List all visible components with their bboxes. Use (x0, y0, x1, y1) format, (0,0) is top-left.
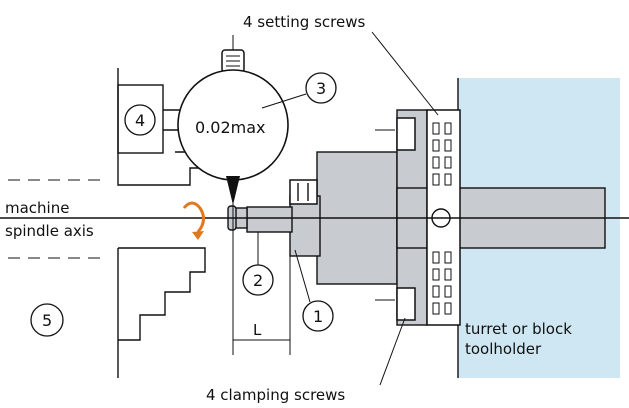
spindle-axis-label: spindle axis (5, 222, 94, 240)
turret-label-line1: turret or block (465, 320, 572, 338)
clamping-screws-label: 4 clamping screws (206, 386, 345, 404)
collet-screws (289, 179, 318, 205)
svg-text:3: 3 (316, 79, 326, 98)
shank-part (246, 206, 293, 233)
machine-label: machine (5, 199, 69, 217)
svg-text:2: 2 (253, 271, 263, 290)
svg-text:1: 1 (313, 307, 323, 326)
callout-4: 4 (124, 104, 156, 136)
callout-1: 1 (294, 249, 334, 332)
gauge-stylus (226, 176, 240, 205)
gauge-holder-block (117, 84, 164, 154)
setting-screws-label: 4 setting screws (243, 13, 365, 31)
callout-3: 3 (261, 72, 337, 109)
callout-2: 2 (242, 232, 274, 296)
svg-text:5: 5 (42, 311, 52, 330)
rotation-arrow (182, 201, 205, 233)
length-label: L (253, 321, 262, 339)
clamping-screw-slots (432, 251, 452, 315)
turret-label-line2: toolholder (465, 340, 542, 358)
svg-text:4: 4 (135, 111, 145, 130)
gauge-reading: 0.02max (195, 118, 265, 137)
setting-screw-slots (432, 122, 452, 186)
callout-5: 5 (30, 303, 64, 337)
collet-part-1 (289, 195, 321, 257)
